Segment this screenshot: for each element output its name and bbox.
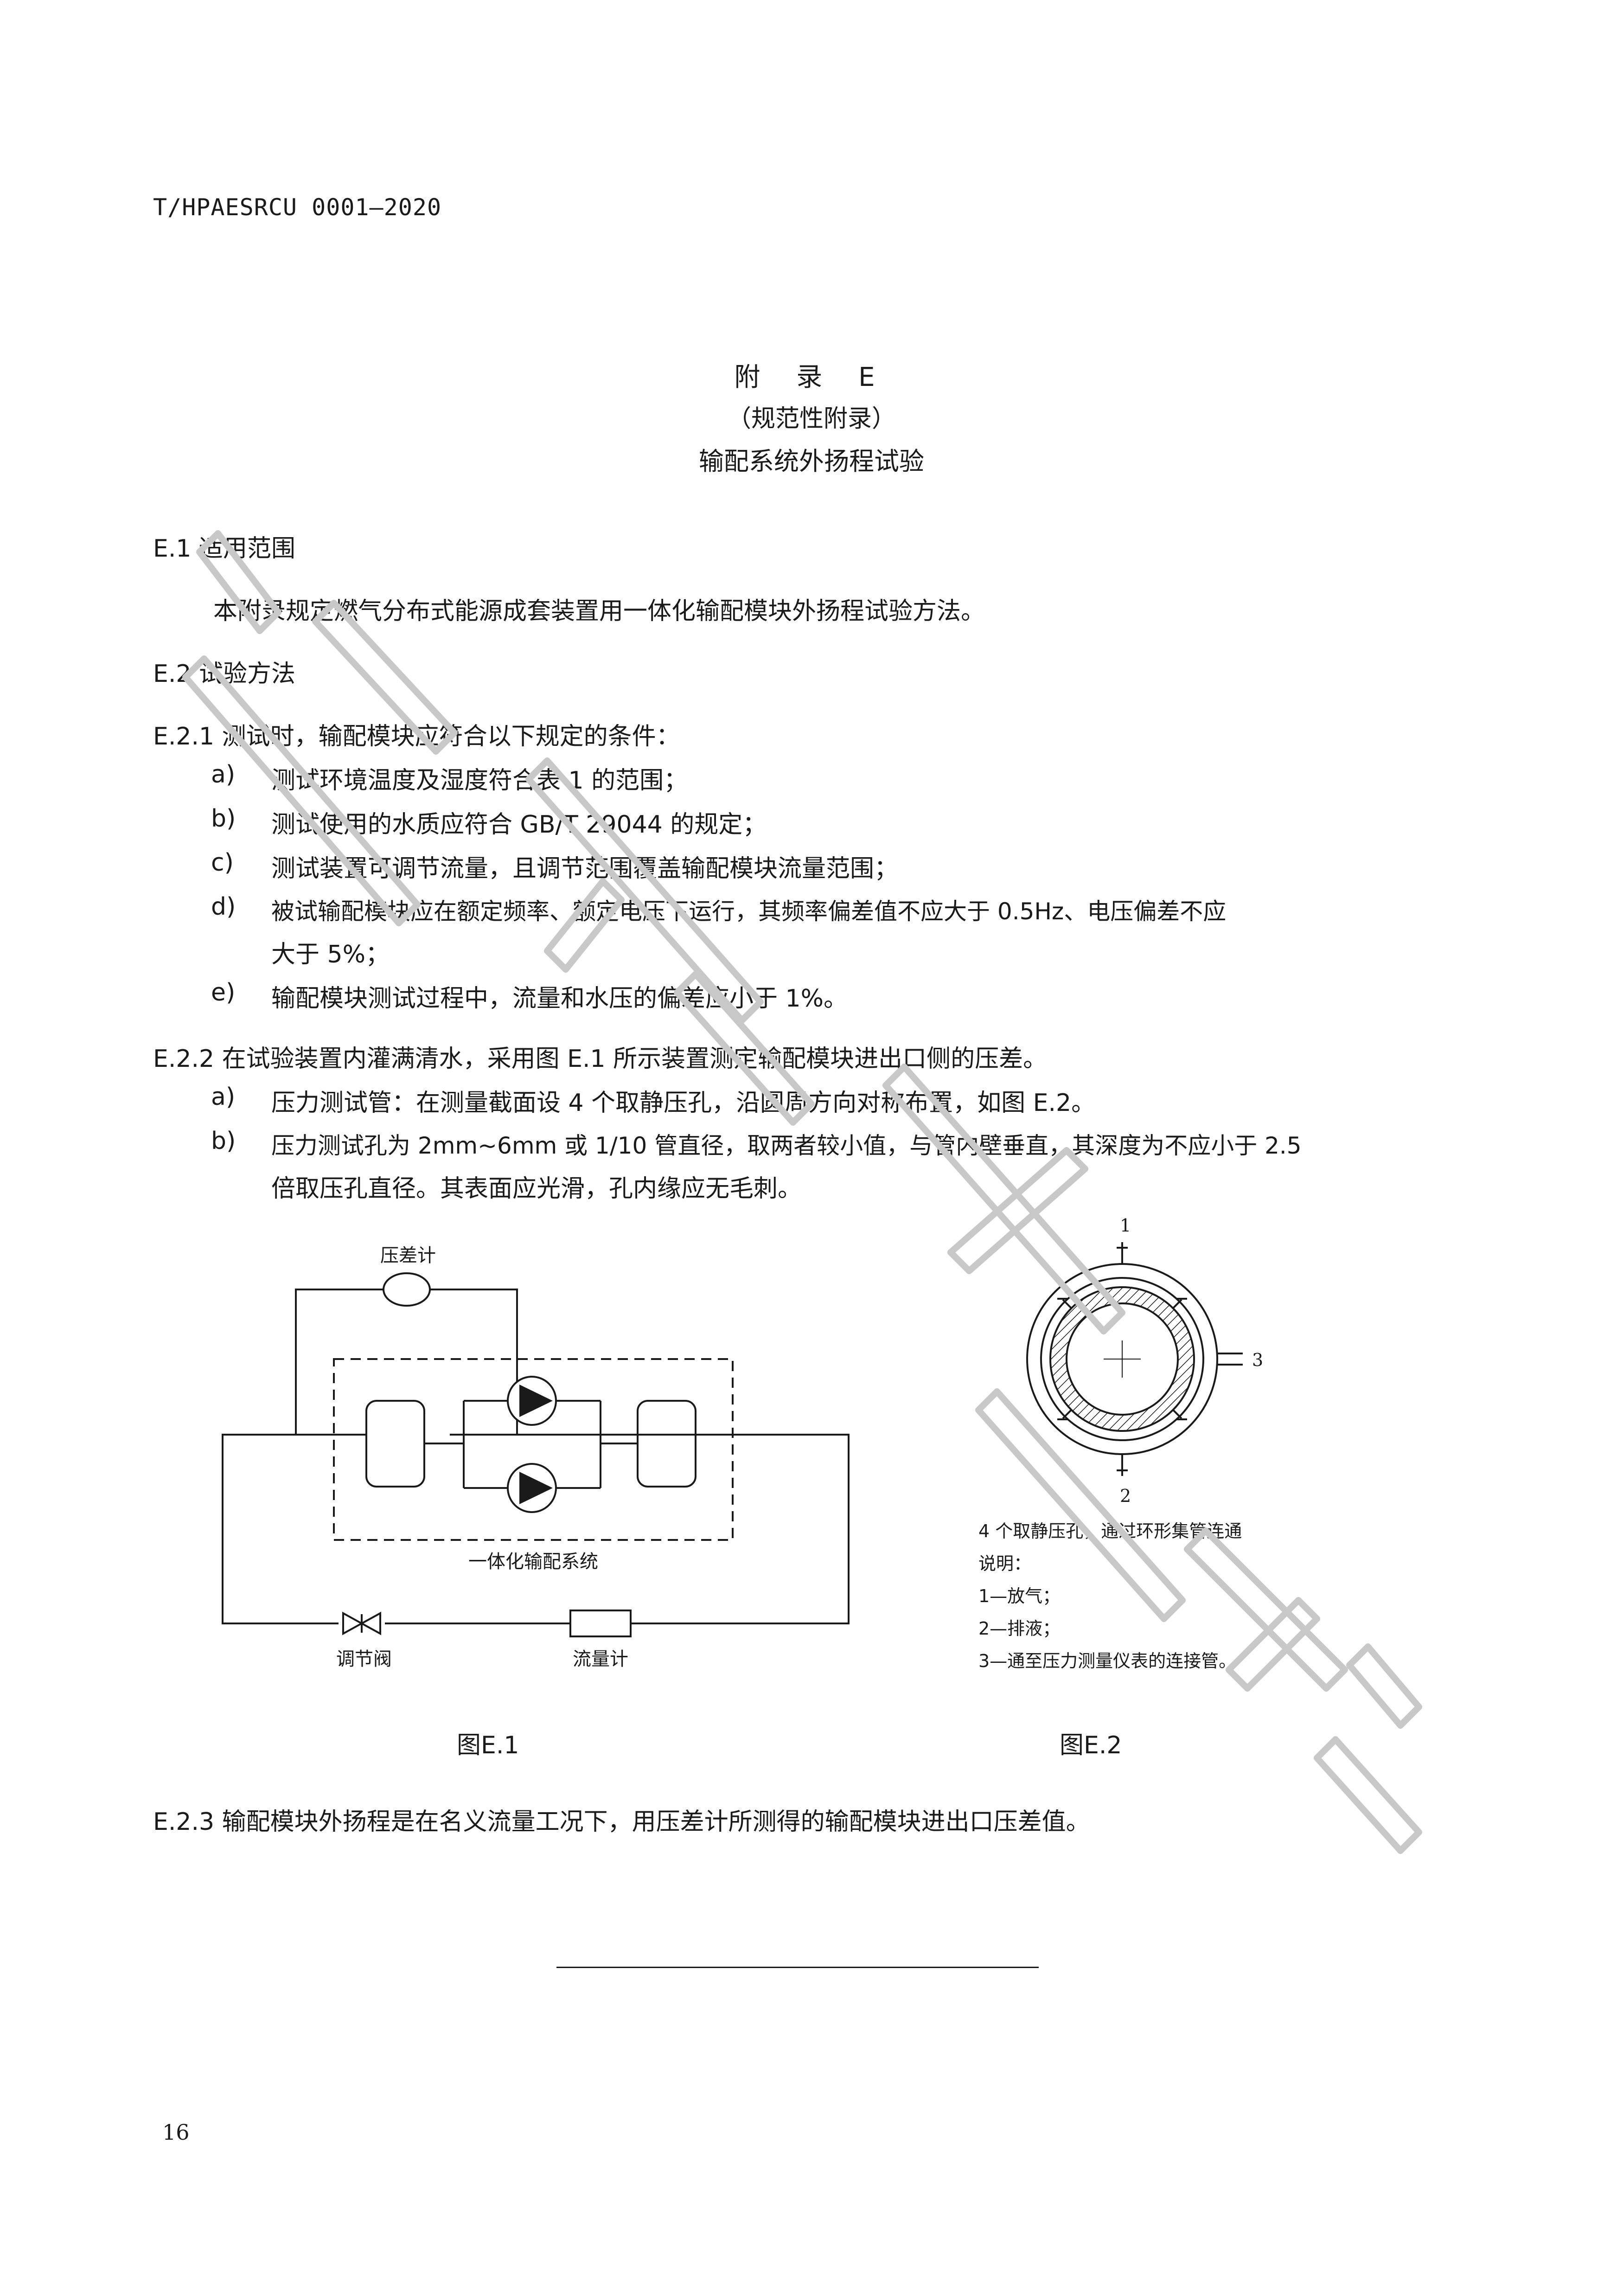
e22-item-b-text-cont: 倍取压孔直径。其表面应光滑，孔内缘应无毛刺。 bbox=[271, 1175, 802, 1203]
tank-left bbox=[365, 1400, 425, 1488]
e22-item-a-label: a) bbox=[211, 1083, 236, 1111]
figure-e2-legend-1: 1—放气； bbox=[978, 1586, 1061, 1606]
e21-item-e-label: e) bbox=[211, 979, 236, 1007]
clause-e21-intro: E.2.1 测试时，输配模块应符合以下规定的条件： bbox=[153, 723, 680, 750]
flow-meter-label: 流量计 bbox=[573, 1648, 628, 1670]
e21-item-a-label: a) bbox=[211, 761, 236, 789]
valve-label: 调节阀 bbox=[336, 1648, 392, 1670]
figure-e2-caption: 图E.2 bbox=[1060, 1732, 1122, 1759]
figure-e2-note: 4 个取静压孔，通过环形集管连通 bbox=[978, 1521, 1242, 1541]
figure-e2-diagram: 1 2 3 bbox=[1026, 1215, 1263, 1506]
clause-e22-intro: E.2.2 在试验装置内灌满清水，采用图 E.1 所示装置测定输配模块进出口侧的… bbox=[153, 1045, 1048, 1073]
e21-item-c-label: c) bbox=[211, 849, 234, 877]
dp-gauge bbox=[383, 1272, 431, 1307]
section-e2-heading: E.2 试验方法 bbox=[153, 660, 295, 688]
e21-item-d-text-cont: 大于 5%； bbox=[271, 941, 390, 968]
section-e1-text: 本附录规定燃气分布式能源成套装置用一体化输配模块外扬程试验方法。 bbox=[213, 597, 985, 625]
e21-item-d-label: d) bbox=[211, 893, 236, 921]
figure-e2-legend-3: 3—通至压力测量仪表的连接管。 bbox=[978, 1651, 1237, 1671]
pump-bottom-triangle bbox=[519, 1472, 553, 1504]
e21-item-d-text: 被试输配模块应在额定频率、额定电压下运行，其频率偏差值不应大于 0.5Hz、电压… bbox=[271, 898, 1227, 925]
end-rule bbox=[556, 1967, 1039, 1968]
figure-e2-num-1: 1 bbox=[1120, 1215, 1131, 1236]
appendix-type: （规范性附录） bbox=[727, 405, 896, 433]
system-label: 一体化输配系统 bbox=[468, 1551, 598, 1572]
e21-item-b-label: b) bbox=[211, 805, 236, 833]
e21-item-a-text: 测试环境温度及湿度符合表 1 的范围； bbox=[271, 767, 688, 795]
appendix-name: 输配系统外扬程试验 bbox=[699, 447, 924, 476]
e22-item-a-text: 压力测试管：在测量截面设 4 个取静压孔，沿圆周方向对称布置，如图 E.2。 bbox=[271, 1089, 1096, 1117]
section-e1-heading: E.1 适用范围 bbox=[153, 535, 295, 563]
figure-e2-num-3: 3 bbox=[1252, 1350, 1263, 1370]
page-number: 16 bbox=[162, 2120, 190, 2145]
e21-item-c-text: 测试装置可调节流量，且调节范围覆盖输配模块流量范围； bbox=[271, 855, 899, 883]
figure-e1-caption: 图E.1 bbox=[457, 1732, 519, 1759]
figure-e2-num-2: 2 bbox=[1120, 1486, 1131, 1506]
e22-item-b-label: b) bbox=[211, 1127, 236, 1155]
e21-item-b-text: 测试使用的水质应符合 GB/T 29044 的规定； bbox=[271, 811, 767, 839]
figure-e2-legend-2: 2—排液； bbox=[978, 1618, 1061, 1639]
figure-e1-diagram: 压差计 一体化输配系统 调节阀 流量计 bbox=[222, 1245, 850, 1670]
figure-e2-legend-title: 说明： bbox=[978, 1553, 1032, 1574]
standard-code: T/HPAESRCU 0001—2020 bbox=[153, 194, 442, 221]
control-valve bbox=[339, 1611, 385, 1635]
appendix-title: 附 录 E bbox=[734, 362, 889, 392]
flow-meter bbox=[569, 1610, 632, 1637]
e22-item-b-text: 压力测试孔为 2mm~6mm 或 1/10 管直径，取两者较小值，与管内壁垂直，… bbox=[271, 1132, 1302, 1159]
system-boundary bbox=[333, 1358, 734, 1541]
clause-e23-text: E.2.3 输配模块外扬程是在名义流量工况下，用压差计所测得的输配模块进出口压差… bbox=[153, 1808, 1090, 1836]
dp-gauge-label: 压差计 bbox=[380, 1245, 436, 1266]
pump-top-triangle bbox=[519, 1385, 553, 1417]
tank-right bbox=[637, 1400, 696, 1488]
e21-item-e-text: 输配模块测试过程中，流量和水压的偏差应小于 1%。 bbox=[271, 985, 848, 1013]
